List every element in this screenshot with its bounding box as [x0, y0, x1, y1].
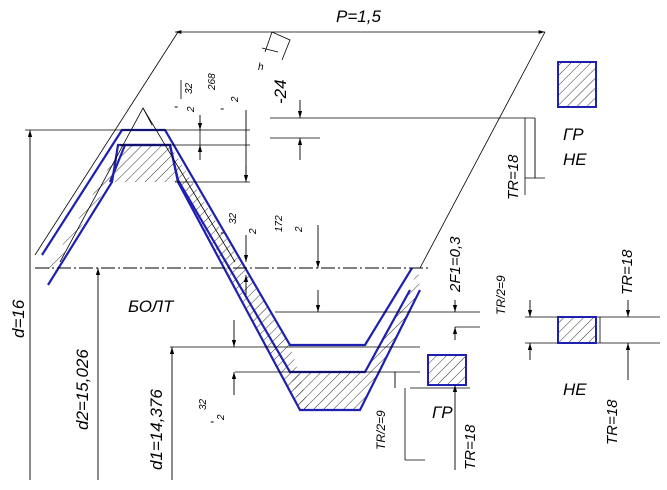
svg-text:-24: -24 — [271, 79, 290, 104]
tol-r-right-upper: TR=18 — [619, 249, 636, 295]
svg-text:32: 32 — [198, 398, 209, 410]
go-label-top: ГР — [563, 125, 584, 144]
left-flank-zone — [48, 145, 122, 275]
thread-profile — [41, 128, 421, 412]
nominal-profile — [59, 107, 236, 263]
root-zone — [290, 270, 420, 410]
nogo-label-right: НЕ — [563, 380, 587, 399]
svg-text:-: - — [220, 225, 224, 239]
nogo-label-top: НЕ — [563, 150, 587, 169]
svg-text:172: 172 — [274, 215, 285, 232]
half-tol-upper: TR/2=9 — [494, 275, 508, 315]
crest-deviations: - 32 2 - 268 2 -24 h — [174, 31, 303, 182]
svg-text:268: 268 — [207, 73, 218, 91]
svg-text:-: - — [220, 101, 224, 115]
tol-r-right-lower: TR=18 — [604, 399, 621, 445]
svg-text:2: 2 — [294, 226, 305, 233]
two-f-dimension: 2F1=0,3 — [447, 236, 464, 340]
flank-deviations: - 32 2 172 2 - 32 2 — [198, 212, 321, 428]
svg-text:2: 2 — [248, 228, 259, 235]
svg-text:32: 32 — [184, 82, 195, 94]
svg-text:h: h — [258, 62, 264, 73]
outer-profile-line — [41, 128, 413, 347]
two-f-label: 2F1=0,3 — [447, 236, 464, 293]
svg-text:2: 2 — [230, 96, 241, 103]
svg-text:2: 2 — [186, 106, 197, 113]
major-diameter-label: d=16 — [9, 299, 28, 338]
svg-text:-: - — [210, 414, 214, 428]
pitch-diameter-label: d2=15,026 — [73, 349, 92, 430]
half-tol-lower: TR/2=9 — [374, 410, 388, 450]
crest-zone — [110, 145, 178, 182]
tolerance-boxes — [427, 61, 597, 386]
tol-r-top: TR=18 — [505, 154, 522, 200]
tol-r-bottom: TR=18 — [462, 424, 479, 470]
svg-text:2: 2 — [216, 414, 227, 421]
bolt-label: БОЛТ — [128, 297, 175, 316]
svg-text:32: 32 — [228, 212, 239, 224]
minor-diameter-label: d1=14,376 — [147, 389, 166, 470]
pitch-dimension: P=1,5 — [34, 7, 546, 269]
go-label-bottom: ГР — [432, 403, 453, 422]
gauge-labels: ГР НЕ TR=18 НЕ TR=18 TR=18 ГР TR=18 TR/2… — [374, 118, 636, 470]
diameter-dimensions: d=16 d2=15,026 d1=14,376 — [9, 130, 175, 480]
svg-text:-: - — [174, 99, 178, 113]
pitch-label: P=1,5 — [336, 7, 381, 26]
